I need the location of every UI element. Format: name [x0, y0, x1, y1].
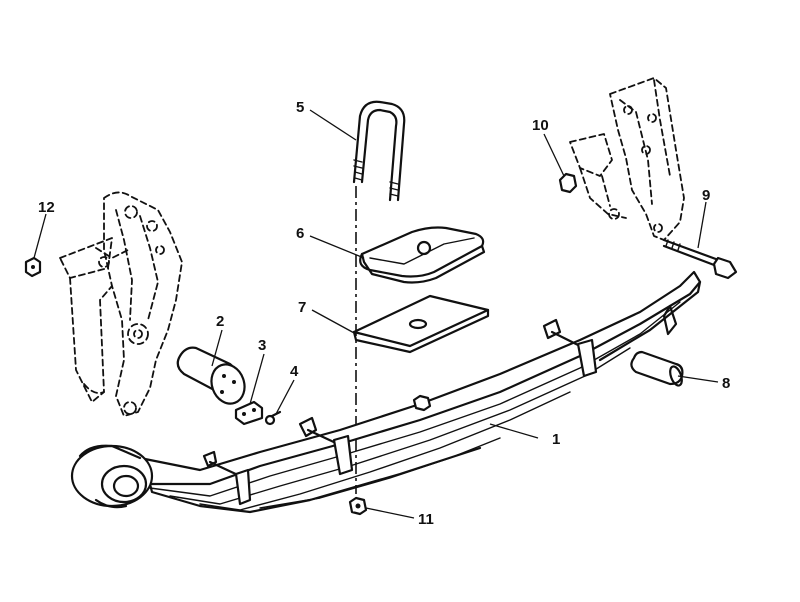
callout-5: 5	[296, 99, 304, 116]
callout-10: 10	[532, 117, 549, 134]
lock-plate	[234, 400, 264, 426]
callout-11: 11	[418, 511, 434, 528]
callout-1: 1	[552, 431, 560, 448]
callout-12: 12	[38, 199, 55, 216]
right-frame-bracket	[569, 77, 685, 241]
callout-9: 9	[702, 187, 710, 204]
spacer-plate	[352, 294, 490, 354]
callout-4: 4	[290, 363, 299, 380]
spring-pin	[176, 346, 246, 405]
upper-nut	[558, 172, 578, 194]
callout-7: 7	[298, 299, 306, 316]
lock-screw	[264, 410, 282, 426]
leaf-spring	[70, 270, 702, 514]
callout-6: 6	[296, 225, 304, 242]
callout-8: 8	[722, 375, 730, 392]
small-nut	[24, 256, 42, 278]
left-frame-bracket	[59, 191, 183, 417]
callout-labels: 1 2 3 4 5 6 7 8 9 10 11 12	[38, 99, 730, 528]
spring-seat-plate	[359, 226, 486, 284]
leader-lines	[33, 109, 719, 519]
lower-nut	[348, 496, 368, 516]
rear-bushing	[630, 350, 684, 387]
u-bolt	[352, 100, 406, 202]
rear-bolt	[662, 238, 738, 280]
callout-2: 2	[216, 313, 224, 330]
callout-3: 3	[258, 337, 266, 354]
